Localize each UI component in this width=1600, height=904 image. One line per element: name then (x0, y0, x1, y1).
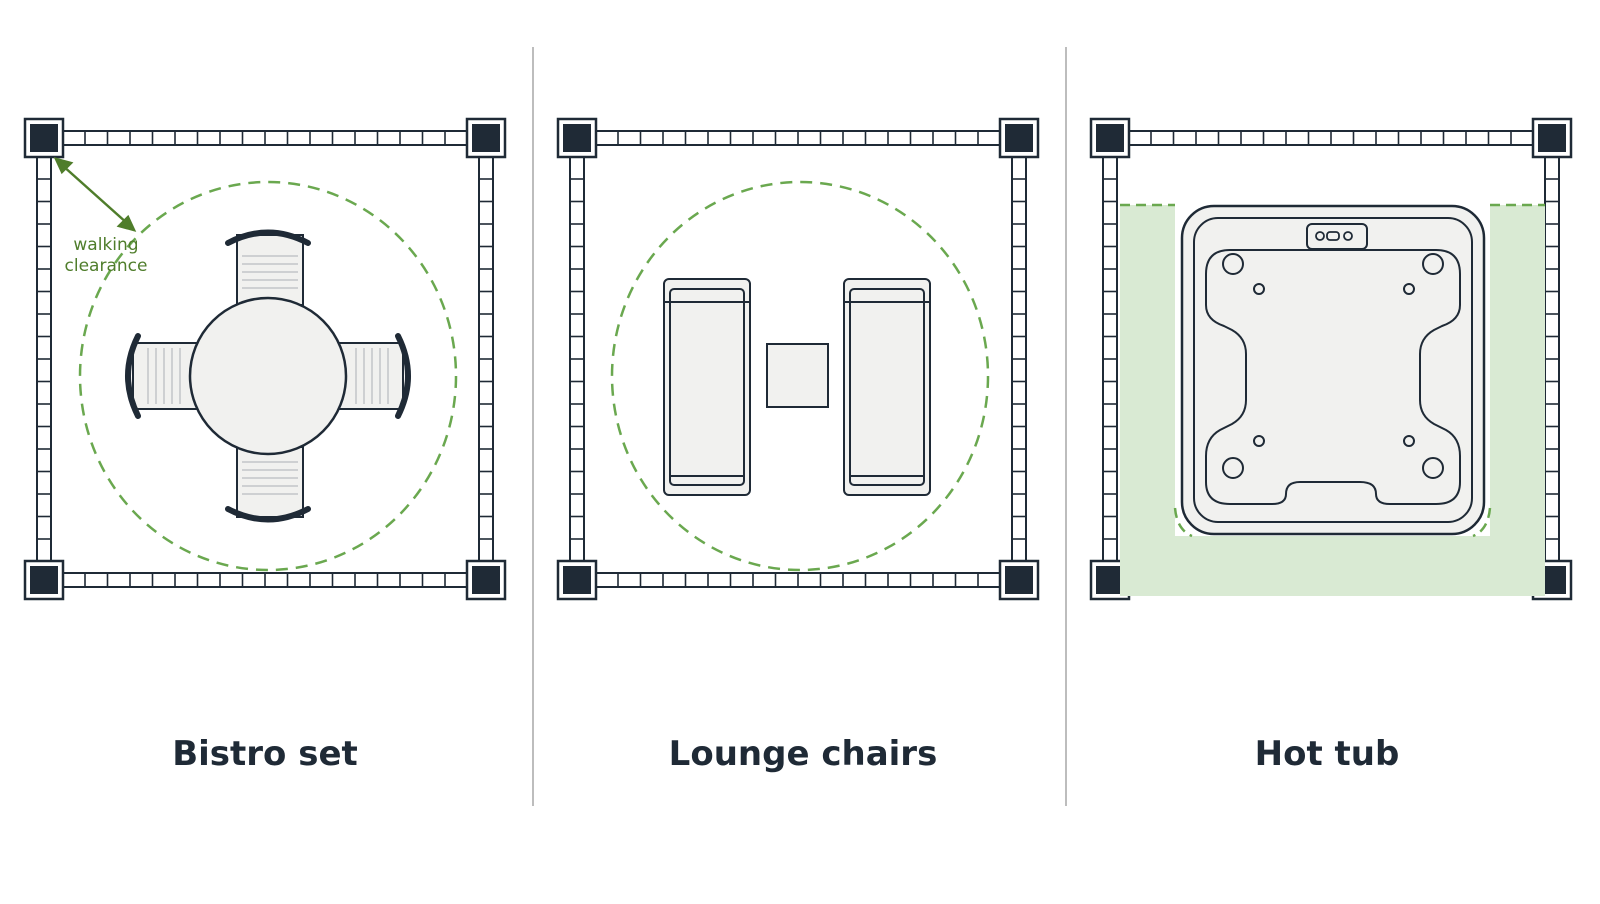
hot-tub-seating-contour (1205, 249, 1461, 505)
caption-lounge-chairs: Lounge chairs (669, 734, 938, 774)
pergola-post-cap (1005, 124, 1033, 152)
pergola-post-cap (1538, 124, 1566, 152)
pergola-post-cap (1096, 566, 1124, 594)
pergola-post-cap (472, 566, 500, 594)
clearance-zone-shaded (1120, 205, 1545, 596)
clearance-zone-corner-left (1173, 507, 1193, 538)
pergola-post-cap (563, 124, 591, 152)
walking-clearance-zone (78, 180, 458, 572)
pergola-post-cap (563, 566, 591, 594)
pergola-post-cap (30, 566, 58, 594)
pergola-post-cap (1005, 566, 1033, 594)
side-table (766, 343, 829, 408)
chaise-lounger-right (843, 278, 931, 496)
walking-clearance-label-line2: clearance (65, 256, 148, 276)
pergola-post-cap (1096, 124, 1124, 152)
pergola-frame (556, 117, 1040, 601)
bistro-furniture (125, 229, 411, 523)
clearance-zone-corner-right (1472, 507, 1492, 538)
panel-lounge-chairs: Lounge chairs (556, 117, 1040, 774)
panel-hot-tub: Hot tub (1089, 117, 1573, 774)
pergola-post-cap (30, 124, 58, 152)
walking-clearance-label-line1: walking (73, 235, 138, 255)
chair-bottom (225, 446, 311, 523)
control-panel-icon (1306, 223, 1368, 250)
panel-bistro-set: walking clearance Bistro set (23, 117, 507, 774)
pergola-frame (23, 117, 507, 601)
hot-tub (1180, 204, 1486, 536)
jet-icons (1222, 253, 1444, 479)
pergola-post-cap (472, 124, 500, 152)
lounge-furniture (663, 278, 931, 496)
double-arrow-icon (53, 157, 137, 232)
chair-top (225, 229, 311, 306)
round-table (188, 296, 348, 456)
caption-hot-tub: Hot tub (1255, 734, 1400, 774)
walking-clearance-zone (610, 180, 990, 572)
chaise-lounger-left (663, 278, 751, 496)
caption-bistro-set: Bistro set (172, 734, 358, 774)
